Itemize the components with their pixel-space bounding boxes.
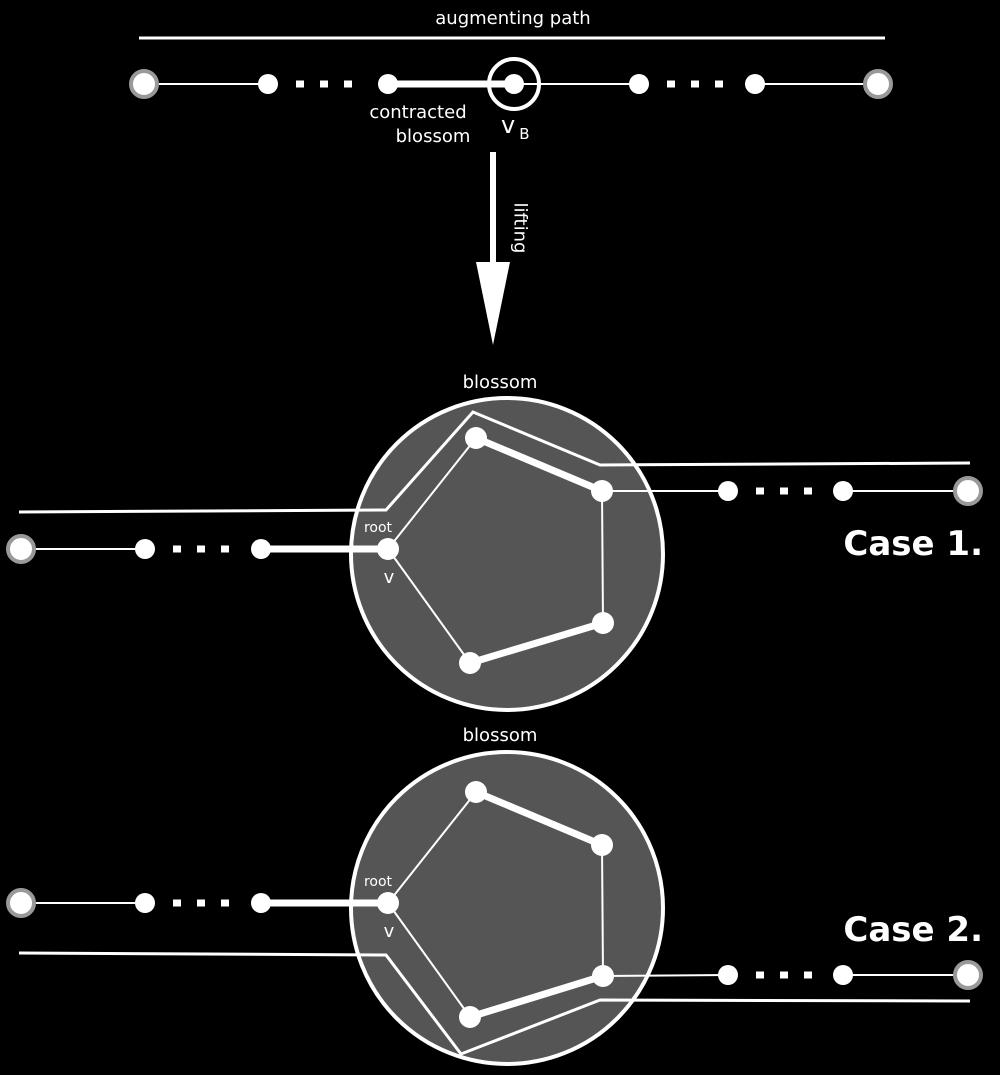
top-vertex-1 [258,74,278,94]
case1-vertex-r2 [833,481,853,501]
case1-v-label: v [384,567,395,588]
case2-vertex-r1 [718,965,738,985]
case1-blossom-vertex-top [465,427,487,449]
case1-vertex-l1 [135,539,155,559]
case1-section: blossom root v Case 1. [6,372,983,712]
top-vertex-3 [629,74,649,94]
case2-blossom-matched-edge-bottom [468,972,605,1021]
case2-right-edge-1 [602,974,729,977]
top-endpoint-right [863,69,893,99]
case1-blossom-edge-root-bottom [387,548,471,664]
case2-blossom-edge-root-top [387,791,477,904]
case1-blossom-edge-right [601,490,604,624]
case1-blossom-matched-edge-bottom [468,619,605,667]
case2-blossom-vertex-top [465,781,487,803]
top-vertex-4 [745,74,765,94]
case2-blossom-matched-edge-top [474,788,604,849]
case1-blossom-vertex-upper-right [591,480,613,502]
case1-blossom-edge-root-top [387,437,477,550]
contracted-blossom-ring [487,57,541,111]
top-vertex-2 [378,74,398,94]
case2-section: blossom root v Case 2. [6,725,983,1066]
contracted-label-line2: blossom [396,126,471,147]
contracted-label-line1: contracted [369,102,466,123]
case1-blossom-label: blossom [463,372,538,393]
case1-blossom-vertex-lower-right [592,612,614,634]
case2-blossom-vertex-bottom [459,1006,481,1028]
case2-vertex-r2 [833,965,853,985]
case2-blossom-edge-root-bottom [387,902,471,1018]
case1-vertex-l2 [251,539,271,559]
case2-blossom-vertex-upper-right [591,834,613,856]
case1-endpoint-left [6,534,36,564]
case2-label: Case 2. [843,910,983,950]
case2-root-label: root [364,874,393,890]
case1-blossom-matched-edge-top [474,434,604,495]
case2-v-label: v [384,921,395,942]
case1-vertex-r1 [718,481,738,501]
augmenting-path-title: augmenting path [435,8,590,29]
case2-root-vertex [377,892,399,914]
case1-label: Case 1. [843,524,983,564]
case2-endpoint-right [953,960,983,990]
case2-blossom-circle [349,750,665,1066]
case1-blossom-circle [349,396,665,712]
lifting-arrow-head [476,262,510,345]
case2-endpoint-left [6,888,36,918]
case2-blossom-vertex-lower-right [592,965,614,987]
case1-augmenting-path-outline [18,410,971,514]
case2-augmenting-path-outline [18,951,971,1056]
case1-blossom-vertex-bottom [459,652,481,674]
case2-vertex-l2 [251,893,271,913]
case1-root-label: root [364,520,393,536]
vb-subscript: B [519,125,529,143]
case1-root-vertex [377,538,399,560]
lifting-arrow-label: lifting [510,203,531,254]
contracted-blossom-vertex [504,74,524,94]
case1-endpoint-right [953,476,983,506]
case2-vertex-l1 [135,893,155,913]
case2-blossom-label: blossom [463,725,538,746]
top-endpoint-left [129,69,159,99]
vb-main: v [501,111,515,139]
case2-blossom-edge-right [601,844,604,977]
